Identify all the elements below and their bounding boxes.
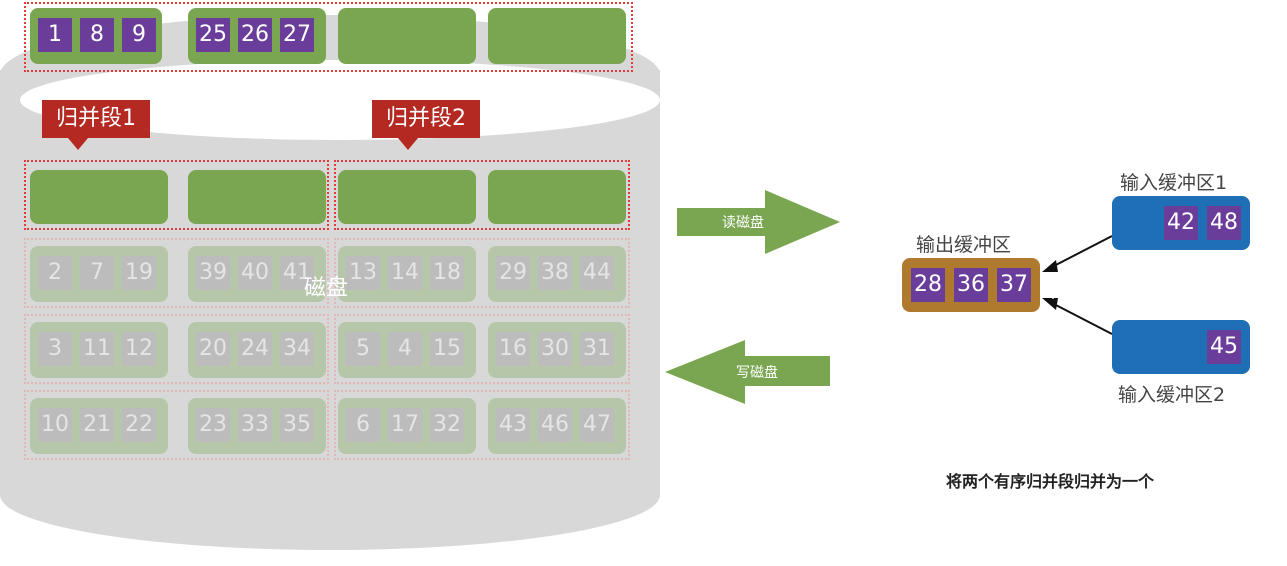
value-box: 25 xyxy=(196,18,230,52)
merge-block-4 xyxy=(488,170,626,224)
value-box: 44 xyxy=(580,256,614,290)
value-box: 15 xyxy=(430,332,464,366)
faded-block: 10 21 22 xyxy=(30,398,168,454)
value-box: 12 xyxy=(122,332,156,366)
value-box: 35 xyxy=(280,408,314,442)
value-box: 7 xyxy=(80,256,114,290)
value-box: 37 xyxy=(997,268,1031,302)
faded-block: 2 7 19 xyxy=(30,246,168,302)
value-box: 18 xyxy=(430,256,464,290)
value-box: 17 xyxy=(388,408,422,442)
top-block-1: 1 8 9 xyxy=(30,8,162,64)
value-box: 38 xyxy=(538,256,572,290)
value-box: 11 xyxy=(80,332,114,366)
value-box: 41 xyxy=(280,256,314,290)
value-box: 28 xyxy=(911,268,945,302)
input-buffer-2-label: 输入缓冲区2 xyxy=(1118,384,1226,406)
value-box: 24 xyxy=(238,332,272,366)
value-box: 3 xyxy=(38,332,72,366)
value-box: 23 xyxy=(196,408,230,442)
value-box: 45 xyxy=(1207,330,1241,364)
memory-label: 内存 xyxy=(1050,278,1095,303)
input-buffer-1-label: 输入缓冲区1 xyxy=(1120,172,1228,194)
value-box: 2 xyxy=(38,256,72,290)
value-box: 5 xyxy=(346,332,380,366)
value-box: 46 xyxy=(538,408,572,442)
value-box: 33 xyxy=(238,408,272,442)
value-box: 21 xyxy=(80,408,114,442)
faded-block: 39 40 41 xyxy=(188,246,326,302)
faded-frame xyxy=(24,238,329,308)
merge-block-3 xyxy=(338,170,476,224)
value-box: 9 xyxy=(122,18,156,52)
read-disk-label: 读磁盘 xyxy=(722,215,764,231)
value-box: 19 xyxy=(122,256,156,290)
faded-frame xyxy=(334,390,630,460)
segment-1-frame xyxy=(24,160,329,230)
value-box: 30 xyxy=(538,332,572,366)
input2-to-output-arrow xyxy=(1049,301,1113,335)
value-box: 31 xyxy=(580,332,614,366)
top-row-frame xyxy=(24,2,633,72)
faded-block: 6 17 32 xyxy=(338,398,476,454)
value-box: 32 xyxy=(430,408,464,442)
value-box: 1 xyxy=(38,18,72,52)
value-box: 20 xyxy=(196,332,230,366)
input-buffer-1: 42 48 xyxy=(1112,196,1250,250)
disk-label: 磁盘 xyxy=(304,276,349,301)
value-box: 34 xyxy=(280,332,314,366)
diagram-caption: 将两个有序归并段归并为一个 xyxy=(946,472,1155,491)
value-box: 4 xyxy=(388,332,422,366)
value-box: 8 xyxy=(80,18,114,52)
segment-2-frame xyxy=(334,160,630,230)
faded-block: 29 38 44 xyxy=(488,246,626,302)
write-arrow xyxy=(665,340,830,404)
output-buffer-label: 输出缓冲区 xyxy=(916,234,1012,256)
write-disk-label: 写磁盘 xyxy=(736,365,778,381)
top-block-3 xyxy=(338,8,476,64)
faded-frame xyxy=(334,314,630,384)
top-block-4 xyxy=(488,8,626,64)
faded-frame xyxy=(334,238,630,308)
input1-to-output-arrow xyxy=(1049,235,1113,269)
input-buffer-2: 45 xyxy=(1112,320,1250,374)
value-box: 6 xyxy=(346,408,380,442)
faded-block: 16 30 31 xyxy=(488,322,626,378)
value-box: 40 xyxy=(238,256,272,290)
value-box: 36 xyxy=(954,268,988,302)
faded-block: 20 24 34 xyxy=(188,322,326,378)
value-box: 43 xyxy=(496,408,530,442)
top-block-2: 25 26 27 xyxy=(188,8,326,64)
value-box: 14 xyxy=(388,256,422,290)
value-box: 47 xyxy=(580,408,614,442)
value-box: 13 xyxy=(346,256,380,290)
output-buffer: 28 36 37 xyxy=(902,258,1040,312)
faded-frame xyxy=(24,390,329,460)
faded-block: 5 4 15 xyxy=(338,322,476,378)
value-box: 42 xyxy=(1164,206,1198,240)
value-box: 26 xyxy=(238,18,272,52)
value-box: 16 xyxy=(496,332,530,366)
faded-block: 13 14 18 xyxy=(338,246,476,302)
value-box: 29 xyxy=(496,256,530,290)
faded-frame xyxy=(24,314,329,384)
merge-block-2 xyxy=(188,170,326,224)
faded-block: 43 46 47 xyxy=(488,398,626,454)
faded-block: 3 11 12 xyxy=(30,322,168,378)
value-box: 39 xyxy=(196,256,230,290)
faded-block: 23 33 35 xyxy=(188,398,326,454)
value-box: 10 xyxy=(38,408,72,442)
segment-flag-2: 归并段2 xyxy=(372,100,480,150)
read-arrow xyxy=(677,190,840,254)
value-box: 48 xyxy=(1207,206,1241,240)
value-box: 27 xyxy=(280,18,314,52)
value-box: 22 xyxy=(122,408,156,442)
merge-block-1 xyxy=(30,170,168,224)
segment-flag-1: 归并段1 xyxy=(42,100,150,150)
